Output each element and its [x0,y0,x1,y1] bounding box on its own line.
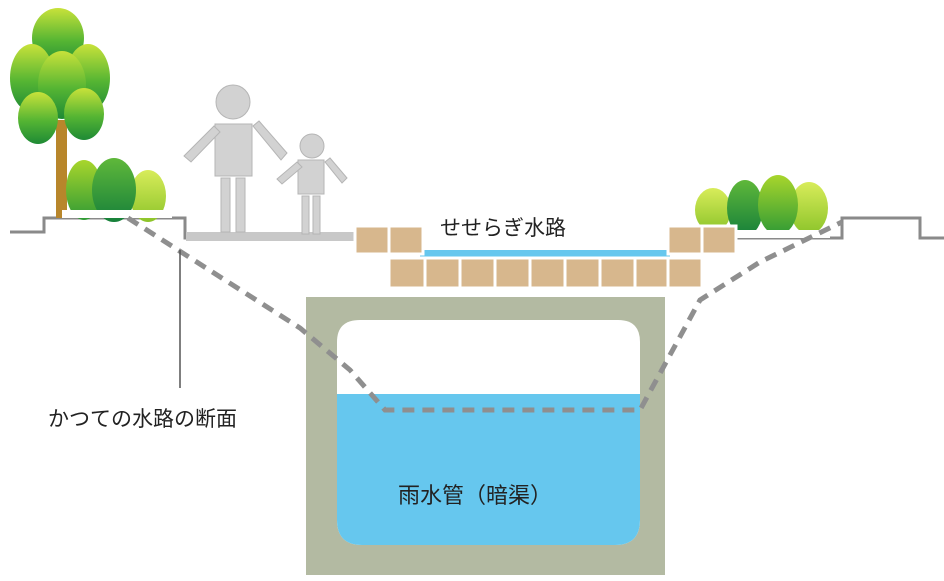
tree-icon [10,8,110,218]
bush-icon-right [690,175,830,238]
brick-wall [353,224,738,290]
former-channel-outline [126,215,844,413]
stormwater-pipe-label: 雨水管（暗渠） [398,484,553,509]
adult-person-icon [183,84,288,233]
former-channel-label: かつての水路の断面 [48,407,237,431]
seseragi-channel-label: せせらぎ水路 [440,216,566,240]
bush-icon [62,158,172,222]
walkway [186,232,356,241]
stormwater-culvert [306,297,665,575]
child-person-icon [276,133,348,235]
